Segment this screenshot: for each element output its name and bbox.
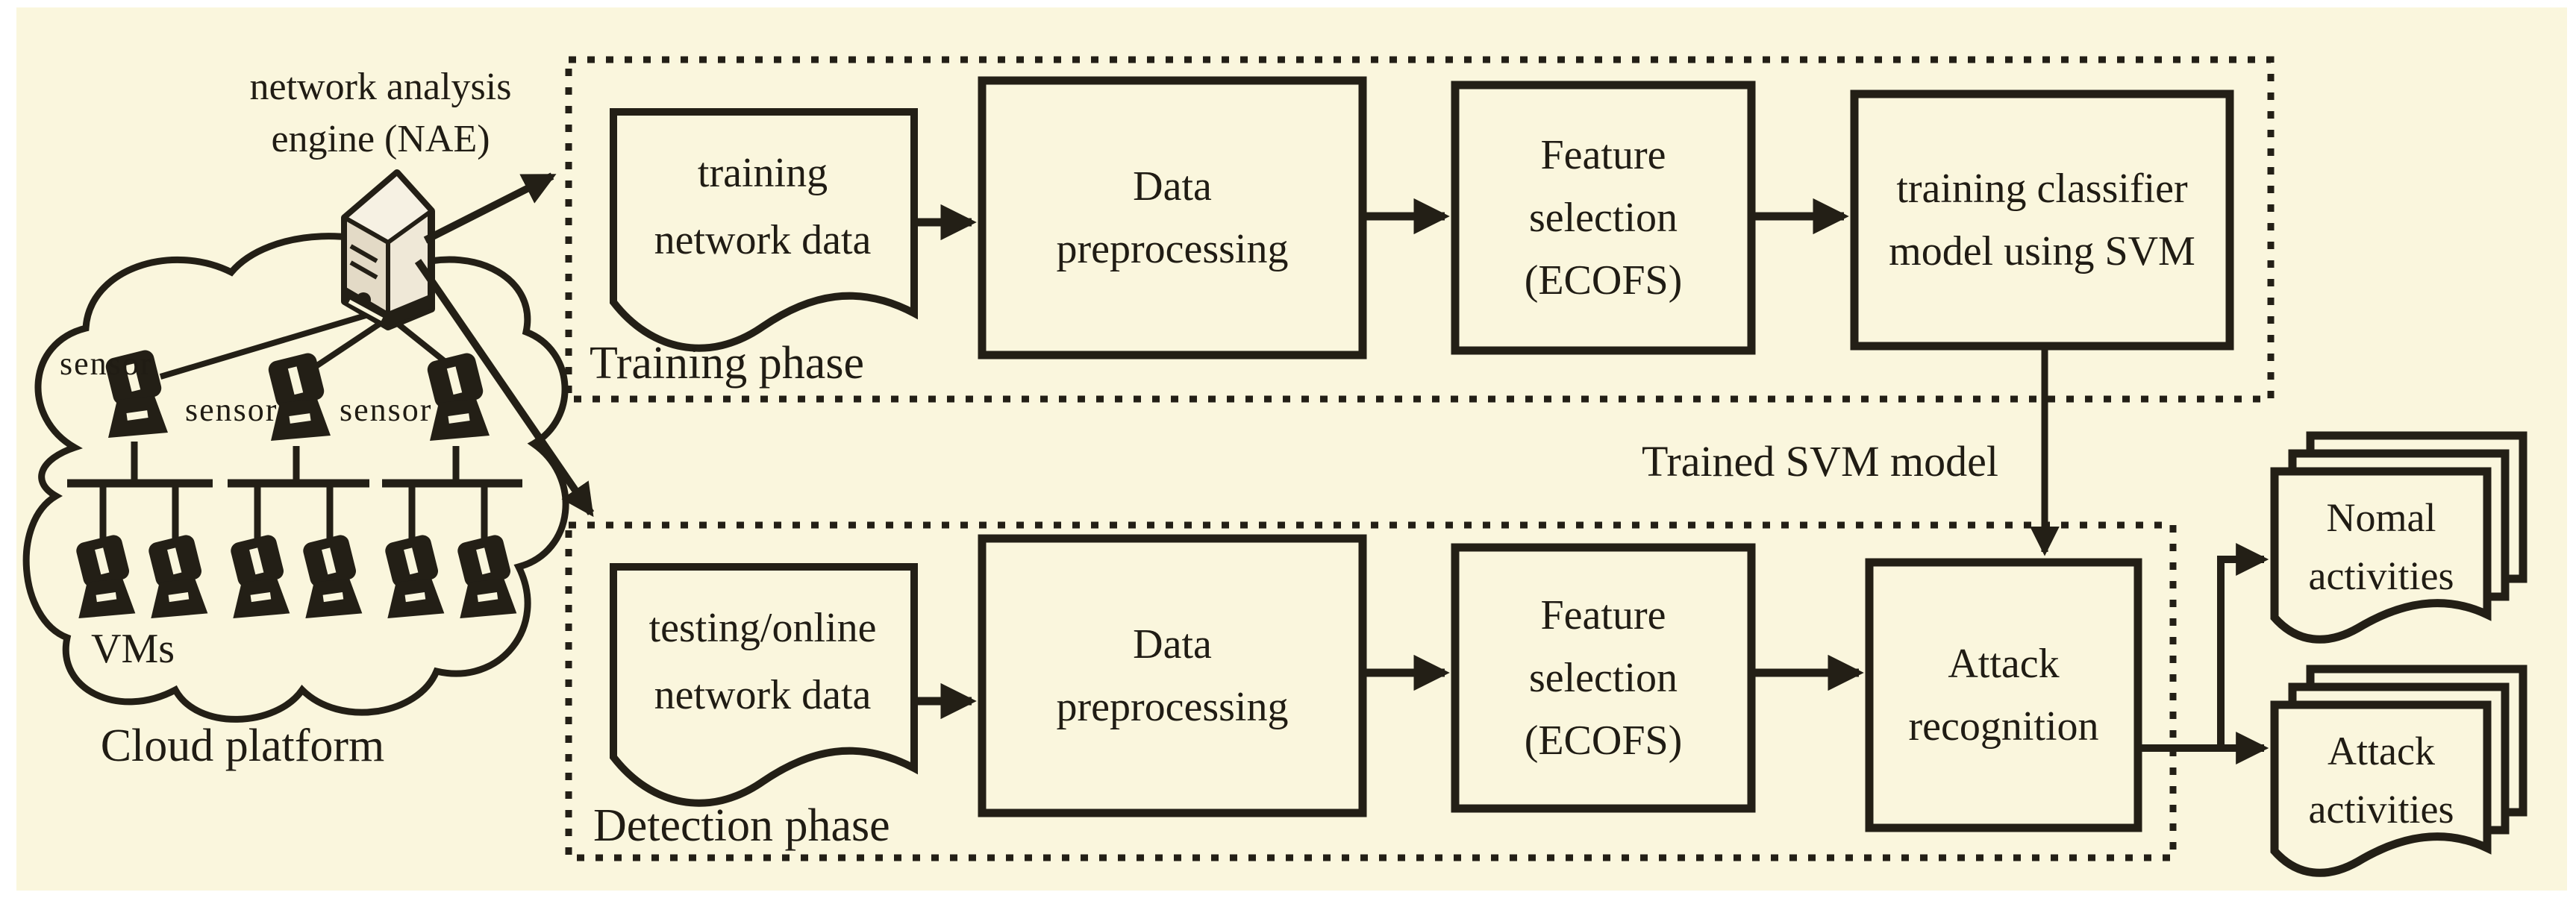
attack-recognition-line2: recognition <box>1908 703 2099 750</box>
detection-doc-text: testing/online network data <box>621 595 904 729</box>
nae-label: network analysis engine (NAE) <box>220 61 541 166</box>
training-doc-shape <box>610 108 918 352</box>
detection-preprocessing-line1: Data <box>1133 621 1212 668</box>
detection-doc-shape <box>610 563 918 807</box>
training-classifier-text: training classifier model using SVM <box>1854 94 2230 346</box>
detection-doc-line2: network data <box>654 671 872 718</box>
output-arrows <box>2139 542 2269 765</box>
training-preprocessing-text: Data preprocessing <box>982 81 1363 355</box>
training-classifier-box <box>1850 90 2234 351</box>
vm-network-lines <box>67 442 522 539</box>
normal-activities-line2: activities <box>2308 553 2454 599</box>
sensor-label-1: sensor <box>60 345 153 382</box>
nae-label-line1: network analysis <box>249 66 512 108</box>
detection-phase-border <box>565 521 2177 861</box>
training-doc-line2: network data <box>654 216 872 263</box>
flow-arrows <box>916 198 1864 720</box>
trained-svm-model-label: Trained SVM model <box>1642 437 1998 486</box>
detection-feature-box <box>1451 543 1756 813</box>
server-icon <box>341 169 435 330</box>
normal-activities-text: Nomal activities <box>2280 489 2483 606</box>
cloud-icon <box>22 233 569 723</box>
attack-recognition-text: Attack recognition <box>1869 562 2138 828</box>
nae-label-line2: engine (NAE) <box>271 118 490 161</box>
attack-activities-line1: Attack <box>2328 729 2435 773</box>
training-feature-box <box>1451 81 1756 355</box>
detection-phase-label: Detection phase <box>593 800 890 851</box>
detection-feature-line1: Feature <box>1540 592 1666 638</box>
training-feature-line2: selection <box>1528 195 1678 241</box>
sensor-label-2: sensor <box>185 392 278 428</box>
training-phase-label: Training phase <box>590 338 864 389</box>
detection-preprocessing-text: Data preprocessing <box>982 539 1363 813</box>
detection-feature-line3: (ECOFS) <box>1524 718 1683 764</box>
training-preprocessing-box <box>978 76 1367 359</box>
training-feature-text: Feature selection (ECOFS) <box>1455 85 1751 351</box>
vms-label: VMs <box>91 626 175 672</box>
training-classifier-line2: model using SVM <box>1889 228 2195 274</box>
training-preprocessing-line2: preprocessing <box>1056 226 1289 272</box>
attack-recognition-line1: Attack <box>1948 641 2060 687</box>
cloud-platform-caption: Cloud platform <box>100 720 385 771</box>
sensor-label-3: sensor <box>340 392 433 428</box>
training-classifier-line1: training classifier <box>1896 166 2188 212</box>
detection-doc-line1: testing/online <box>648 605 877 651</box>
attack-activities-stack <box>2270 665 2527 877</box>
attack-activities-text: Attack activities <box>2280 722 2483 839</box>
server-phase-arrows <box>414 172 595 518</box>
attack-recognition-box <box>1865 558 2142 832</box>
training-doc-line1: training <box>697 150 828 196</box>
detection-preprocessing-line2: preprocessing <box>1056 684 1289 730</box>
training-preprocessing-line1: Data <box>1133 163 1212 210</box>
training-feature-line3: (ECOFS) <box>1524 257 1683 304</box>
normal-activities-line1: Nomal <box>2326 495 2436 540</box>
training-doc-text: training network data <box>621 140 904 274</box>
training-feature-line1: Feature <box>1540 132 1666 178</box>
detection-feature-text: Feature selection (ECOFS) <box>1455 547 1751 808</box>
detection-feature-line2: selection <box>1528 655 1678 701</box>
training-phase-border <box>565 56 2275 403</box>
attack-activities-line2: activities <box>2308 787 2454 832</box>
normal-activities-stack <box>2270 431 2527 644</box>
detection-preprocessing-box <box>978 534 1367 817</box>
